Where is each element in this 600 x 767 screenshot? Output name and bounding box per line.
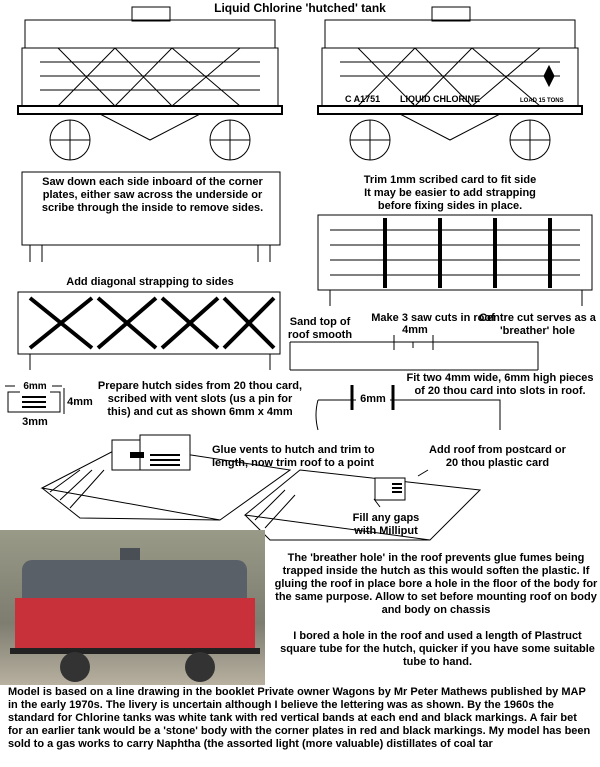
model-photo	[0, 530, 265, 685]
photo-body	[15, 598, 255, 648]
saw-sides-note: Saw down each side inboard of the corner…	[41, 176, 264, 214]
roof-strip	[289, 335, 539, 371]
hutch-width-label: 6mm	[20, 380, 50, 393]
photo-wheel	[185, 652, 215, 682]
hutch-sides-note: Prepare hutch sides from 20 thou card, s…	[97, 380, 303, 418]
page-title: Liquid Chlorine 'hutched' tank	[214, 1, 386, 15]
side-panel-strapped	[17, 291, 281, 370]
add-roof-note: Add roof from postcard or 20 thou plasti…	[429, 444, 566, 469]
roof-slot-drawing	[315, 385, 501, 431]
trim-card-note: Trim 1mm scribed card to fit side It may…	[363, 174, 537, 212]
hutch-height-label: 4mm	[67, 396, 93, 408]
slot-spacing-label: 6mm	[356, 393, 390, 406]
fit-pieces-note: Fit two 4mm wide, 6mm high pieces of 20 …	[406, 372, 594, 397]
tube-note: I bored a hole in the roof and used a le…	[280, 630, 595, 668]
vent-width-label: 3mm	[22, 416, 48, 428]
wagon-right	[317, 6, 583, 161]
wagon-lettering: LIQUID CHLORINE	[400, 94, 480, 104]
side-panel-planked	[317, 214, 593, 306]
photo-solebar	[10, 648, 260, 654]
sand-roof-note: Sand top of roof smooth	[287, 316, 353, 341]
photo-wheel	[60, 652, 90, 682]
saw-cuts-note: Make 3 saw cuts in roof	[371, 312, 495, 324]
wagon-left	[17, 6, 283, 161]
photo-roof	[22, 560, 247, 600]
glue-vents-note: Glue vents to hutch and trim to length, …	[212, 444, 375, 469]
breather-note: The 'breather hole' in the roof prevents…	[274, 552, 598, 616]
centre-cut-note: Centre cut serves as a 'breather' hole	[479, 312, 596, 337]
side-panel-cut	[21, 171, 281, 262]
fill-gaps-note: Fill any gaps with Milliput	[352, 512, 420, 537]
wagon-load: LOAD 15 TONS	[520, 98, 564, 104]
roof-hutch-left	[40, 434, 292, 521]
roof-hutch-right	[243, 469, 482, 541]
cut-width-label: 4mm	[402, 324, 428, 336]
hutch-side-drawing	[5, 385, 65, 414]
photo-hutch	[120, 548, 140, 562]
model-info-paragraph: Model is based on a line drawing in the …	[8, 686, 591, 750]
wagon-number: C A1751	[345, 94, 380, 104]
strapping-note: Add diagonal strapping to sides	[66, 276, 234, 288]
